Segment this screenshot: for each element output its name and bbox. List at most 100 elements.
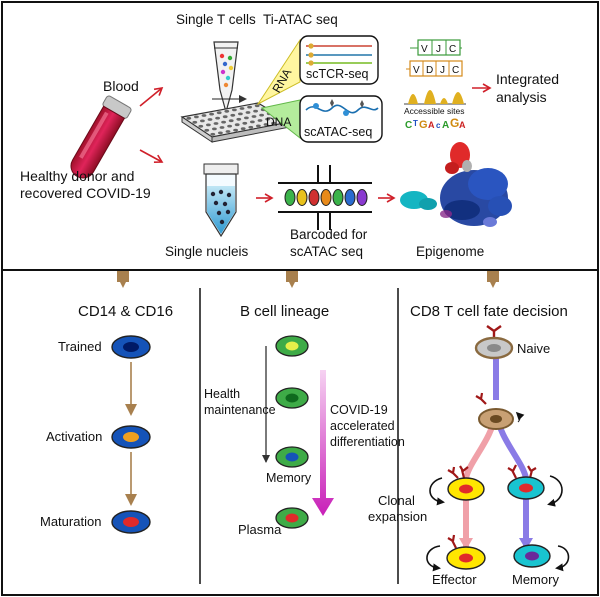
plate-well — [209, 112, 215, 116]
donor-label-line2: recovered COVID-19 — [20, 185, 151, 201]
plate-well — [207, 118, 213, 121]
clonal-curl-arrow-left — [429, 477, 445, 506]
covid-label-line1: COVID-19 — [330, 403, 388, 417]
cd8-title: CD8 T cell fate decision — [410, 303, 568, 320]
mono-cell-activation — [111, 425, 151, 449]
plate-well — [219, 126, 225, 129]
svg-text:D: D — [426, 65, 433, 76]
tcr-segments: V J C V D J C — [406, 39, 463, 77]
effector-curl-arrow — [426, 545, 441, 572]
plate-well — [218, 131, 223, 135]
memory-arrowhead — [519, 538, 533, 550]
svg-text:C: C — [449, 44, 456, 55]
arrow-to-t-cells — [139, 86, 164, 107]
bcell-cell-memory — [275, 446, 309, 468]
cd8-effector-cell — [446, 534, 486, 570]
cd8-clonal-cell-yellow — [447, 465, 485, 501]
effector-label: Effector — [432, 572, 477, 587]
plate-well — [248, 125, 254, 129]
integrated-label-line1: Integrated — [496, 71, 559, 87]
plate-well — [206, 123, 211, 127]
barcoded-label-line1: Barcoded for — [290, 227, 368, 242]
sctcr-label: scTCR-seq — [306, 67, 369, 81]
plate-well — [265, 117, 270, 121]
plate-well — [194, 115, 199, 119]
bcell-cell-plasma — [275, 507, 309, 529]
plate-well — [271, 121, 276, 125]
single-t-cells-label: Single T cells — [176, 12, 256, 27]
bcell-memory-label: Memory — [266, 471, 312, 485]
cd8-memory-cell — [513, 544, 551, 568]
plate-well — [232, 108, 237, 112]
svg-text:V: V — [413, 65, 420, 76]
plate-well — [227, 124, 233, 128]
mono-activation-label: Activation — [46, 429, 102, 444]
pipette-tip-icon — [212, 41, 247, 115]
plate-well — [221, 120, 227, 124]
plate-well — [225, 130, 231, 133]
mono-trained-label: Trained — [58, 339, 102, 354]
plate-well — [228, 119, 234, 123]
plate-well — [254, 104, 260, 108]
cd8-intermediate-cell — [475, 392, 525, 430]
plate-well — [234, 123, 240, 127]
plate-well — [192, 120, 198, 124]
plate-well — [245, 111, 251, 114]
cd8-memory-label: Memory — [512, 572, 559, 587]
motif-logo-icon: C T G A c A G A — [405, 116, 466, 131]
plate-well — [186, 116, 192, 120]
scatac-box: scATAC-seq — [299, 95, 383, 143]
covid-gradient-arrow — [312, 370, 334, 516]
mono-maturation-label: Maturation — [40, 514, 101, 529]
single-nucleis-label: Single nucleis — [165, 244, 249, 259]
plate-well — [238, 112, 243, 116]
svg-text:A: A — [459, 120, 466, 130]
plate-well — [247, 105, 253, 109]
svg-text:G: G — [419, 119, 428, 131]
bcell-cell-2 — [275, 387, 309, 409]
plate-well — [222, 115, 228, 119]
svg-text:V: V — [421, 44, 428, 55]
plate-well — [201, 114, 207, 117]
plate-well — [244, 116, 249, 120]
sctcr-box: scTCR-seq — [299, 35, 379, 85]
svg-text:T: T — [413, 119, 418, 128]
plate-well — [204, 128, 210, 132]
plate-well — [213, 122, 219, 125]
plate-well — [210, 132, 216, 136]
plate-well — [216, 111, 222, 115]
covid-label-line3: differentiation — [330, 435, 405, 449]
covid-label-line2: accelerated — [330, 419, 395, 433]
svg-text:A: A — [442, 120, 449, 131]
plate-well — [230, 113, 236, 117]
svg-text:J: J — [436, 44, 441, 55]
plate-well — [263, 123, 269, 126]
health-label-line2: maintenance — [204, 403, 276, 417]
scatac-label: scATAC-seq — [304, 125, 372, 139]
plate-well — [240, 127, 246, 131]
blood-tube-icon — [70, 95, 132, 179]
plate-well — [215, 116, 221, 120]
mono-cell-trained — [111, 335, 151, 359]
cd8-naive-cell — [474, 325, 514, 360]
plate-well — [259, 113, 264, 117]
clonal-label-line1: Clonal — [378, 493, 415, 508]
accessible-sites-peaks: Accessible sites — [404, 90, 466, 116]
bcell-plasma-label: Plasma — [238, 522, 282, 537]
integrated-label-line2: analysis — [496, 89, 547, 105]
bcell-cell-1 — [275, 335, 309, 357]
svg-text:C: C — [452, 65, 459, 76]
health-label-line1: Health — [204, 387, 240, 401]
svg-text:c: c — [436, 121, 441, 130]
svg-text:G: G — [450, 116, 459, 130]
effector-arrowhead — [459, 538, 473, 550]
svg-text:C: C — [405, 120, 412, 131]
plate-well — [212, 127, 217, 131]
plate-well — [250, 120, 255, 124]
accessible-sites-label: Accessible sites — [404, 106, 464, 116]
plate-well — [251, 115, 257, 118]
mono-cell-maturation — [111, 510, 151, 534]
